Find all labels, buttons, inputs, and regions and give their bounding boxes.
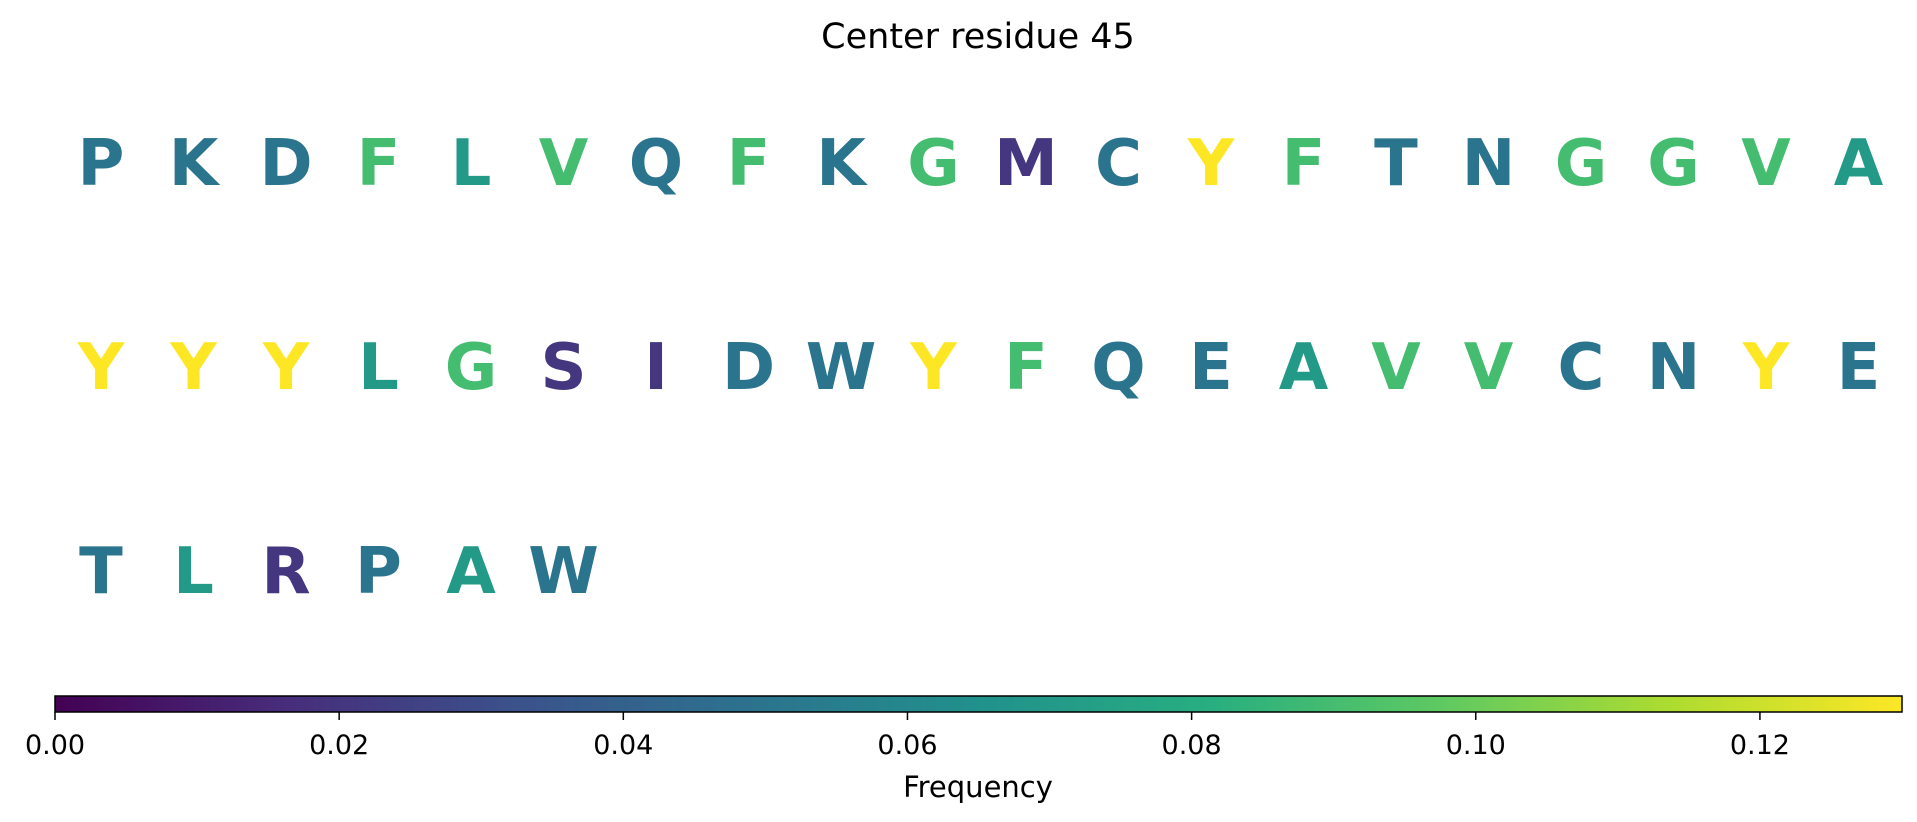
residue-letter: R — [261, 535, 310, 609]
residue-letter: Q — [629, 127, 683, 201]
residue-letter: P — [78, 127, 125, 201]
residue-letter: L — [451, 127, 492, 201]
colorbar-tick-label: 0.02 — [309, 730, 369, 761]
residue-letter: I — [644, 331, 668, 405]
colorbar-tick-label: 0.08 — [1162, 730, 1222, 761]
residue-letter: T — [1374, 127, 1418, 201]
residue-letter: E — [1837, 331, 1881, 405]
residue-letter: F — [1004, 331, 1048, 405]
residue-letter: Y — [909, 331, 957, 405]
residue-letter: C — [1095, 127, 1142, 201]
residue-letter: Y — [262, 331, 310, 405]
residue-letter: D — [722, 331, 775, 405]
residue-letter: V — [539, 127, 589, 201]
residue-letter: G — [907, 127, 960, 201]
residue-letter: V — [1371, 331, 1421, 405]
residue-letter: Q — [1091, 331, 1145, 405]
colorbar-label: Frequency — [903, 770, 1053, 804]
residue-letter: Y — [1187, 127, 1235, 201]
residue-letter: M — [994, 127, 1058, 201]
residue-letter: E — [1189, 331, 1233, 405]
residue-letter: P — [355, 535, 402, 609]
residue-letter: L — [358, 331, 399, 405]
residue-letter: Y — [77, 331, 125, 405]
colorbar-tick-label: 0.10 — [1446, 730, 1506, 761]
residue-letter: F — [727, 127, 771, 201]
residue-letter: W — [806, 331, 877, 405]
residue-letter: V — [1741, 127, 1791, 201]
chart-title: Center residue 45 — [821, 17, 1135, 57]
colorbar-ticks: 0.00 0.02 0.04 0.06 0.08 0.10 0.12 — [25, 712, 1790, 761]
residue-letter: A — [446, 535, 496, 609]
residue-letter: L — [173, 535, 214, 609]
residue-letter: F — [357, 127, 401, 201]
colorbar-tick-label: 0.00 — [25, 730, 85, 761]
residue-letter: W — [528, 535, 599, 609]
residue-letter: V — [1464, 331, 1514, 405]
residue-letter: G — [445, 331, 498, 405]
residue-letter: C — [1558, 331, 1605, 405]
colorbar-tick-label: 0.06 — [877, 730, 937, 761]
residue-letter: G — [1647, 127, 1700, 201]
colorbar-tick-label: 0.04 — [593, 730, 653, 761]
residue-letter: Y — [1742, 331, 1790, 405]
residue-letter: K — [169, 127, 221, 201]
residue-letter: K — [816, 127, 868, 201]
residue-letter: T — [79, 535, 123, 609]
residue-letter: N — [1647, 331, 1701, 405]
colorbar: 0.00 0.02 0.04 0.06 0.08 0.10 0.12 Frequency — [25, 695, 1903, 804]
residue-letter: S — [540, 331, 586, 405]
residue-letter: G — [1555, 127, 1608, 201]
colorbar-gradient — [54, 695, 1903, 713]
colorbar-tick-label: 0.12 — [1730, 730, 1790, 761]
residue-letter: Y — [169, 331, 217, 405]
residue-letter: N — [1462, 127, 1516, 201]
residue-letter: A — [1834, 127, 1884, 201]
residue-letter: F — [1282, 127, 1326, 201]
residue-letter: A — [1279, 331, 1329, 405]
residue-letter: D — [259, 127, 312, 201]
